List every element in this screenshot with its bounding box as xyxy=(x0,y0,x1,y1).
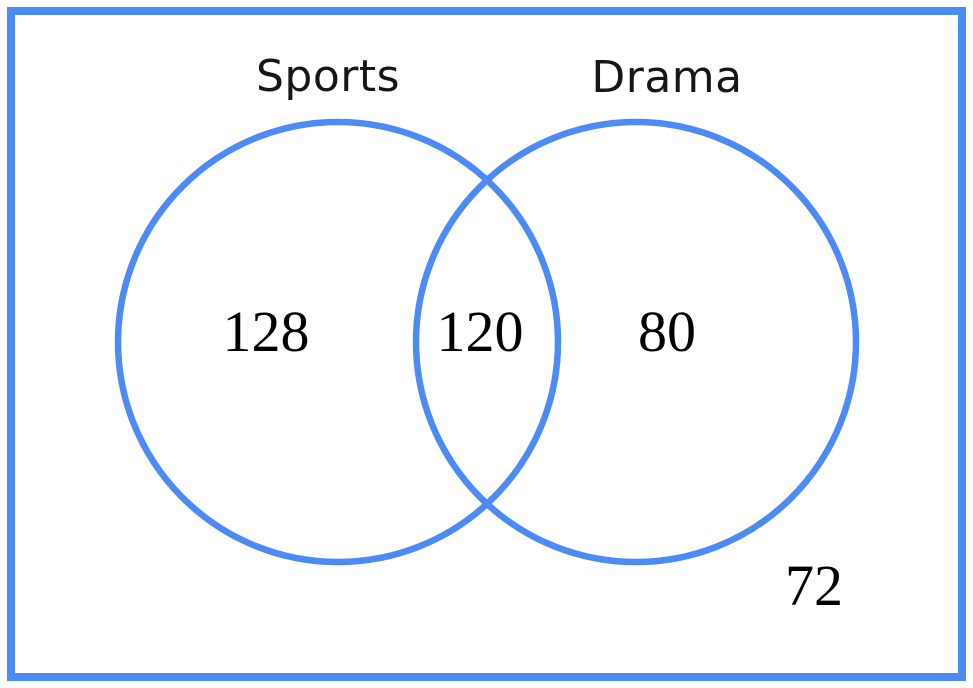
sports-set-label: Sports xyxy=(255,51,401,102)
drama-set-label: Drama xyxy=(591,52,743,103)
sports-circle xyxy=(114,118,562,566)
outside-value: 72 xyxy=(785,553,843,618)
outer-border-rect xyxy=(7,7,966,681)
drama-circle xyxy=(412,118,860,566)
intersection-value: 120 xyxy=(436,299,524,364)
sports-only-value: 128 xyxy=(222,299,310,364)
drama-only-value: 80 xyxy=(638,299,696,364)
